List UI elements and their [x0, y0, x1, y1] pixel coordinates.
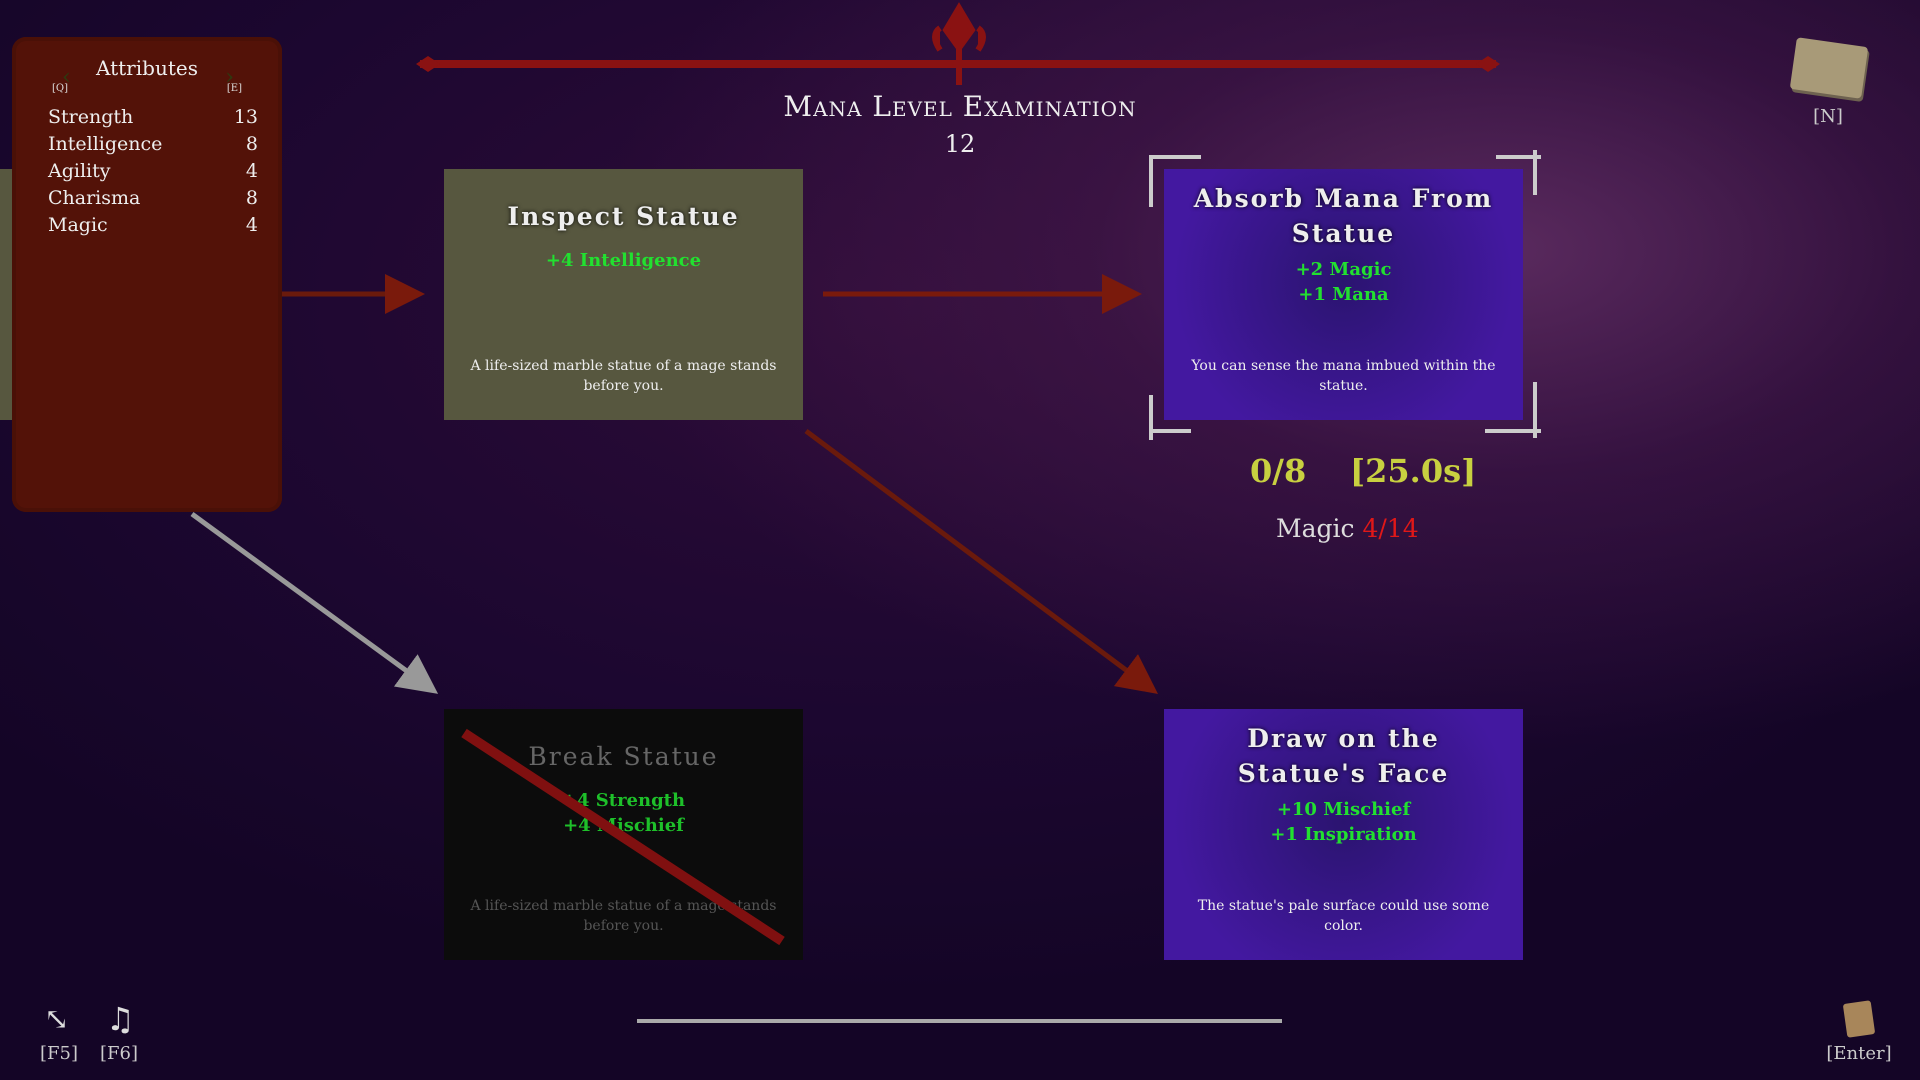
confirm-scroll-icon[interactable]: [1842, 1000, 1876, 1038]
music-key: [F6]: [100, 1043, 138, 1064]
fullscreen-compress-icon[interactable]: ⤡: [44, 1002, 70, 1037]
fleur-de-lis-icon: [932, 2, 986, 85]
attribute-value: 4: [245, 160, 258, 182]
card-inspect-statue[interactable]: Inspect Statue +4 Intelligence A life-si…: [444, 169, 803, 420]
header-title: Mana Level Examination: [783, 90, 1137, 123]
requirement-value: 4/14: [1362, 514, 1419, 543]
attributes-title: Attributes: [96, 56, 198, 80]
confirm-key: [Enter]: [1826, 1043, 1892, 1064]
attribute-name: Intelligence: [48, 133, 163, 155]
attribute-row: Magic 4: [48, 214, 258, 236]
attribute-name: Strength: [48, 106, 134, 128]
attribute-row: Intelligence 8: [48, 133, 258, 155]
attribute-name: Agility: [48, 160, 111, 182]
card-effect: +4 Strength: [561, 790, 686, 811]
music-note-icon[interactable]: ♫: [106, 1000, 135, 1038]
card-effect: +1 Mana: [1298, 284, 1389, 305]
attributes-panel: ‹ › Attributes [Q] [E] Strength 13 Intell…: [12, 37, 282, 512]
header-level: 12: [944, 130, 976, 158]
requirement: Magic 4/14: [1276, 514, 1419, 543]
attribute-name: Magic: [48, 214, 108, 236]
card-effect: +10 Mischief: [1276, 799, 1411, 820]
timer: [25.0s]: [1350, 452, 1477, 490]
card-title: Absorb Mana From Statue: [1193, 184, 1494, 248]
arrow-inspect-to-draw: [804, 428, 1159, 694]
attribute-value: 8: [245, 133, 258, 155]
card-title: Break Statue: [528, 742, 719, 771]
attribute-value: 4: [245, 214, 258, 236]
attribute-row: Agility 4: [48, 160, 258, 182]
prev-key: [Q]: [52, 83, 69, 94]
card-effect: +4 Intelligence: [545, 250, 702, 271]
card-description: A life-sized marble statue of a mage sta…: [470, 898, 777, 934]
next-key: [E]: [226, 83, 242, 94]
card-description: The statue's pale surface could use some…: [1197, 898, 1490, 934]
card-description: A life-sized marble statue of a mage sta…: [470, 358, 777, 394]
card-absorb-mana[interactable]: Absorb Mana From Statue +2 Magic +1 Mana…: [1164, 169, 1523, 420]
progress-count: 0/8: [1250, 452, 1307, 490]
next-arrow-icon[interactable]: ›: [225, 65, 234, 90]
attribute-value: 8: [245, 187, 258, 209]
attribute-name: Charisma: [48, 187, 141, 209]
card-effect: +2 Magic: [1295, 259, 1392, 280]
prev-arrow-icon[interactable]: ‹: [62, 65, 71, 90]
disabled-cross-icon: [461, 728, 785, 946]
arrow-to-break: [190, 511, 439, 694]
journal-scroll-icon[interactable]: [1789, 37, 1869, 99]
attribute-row: Charisma 8: [48, 187, 258, 209]
card-title: Draw on the Statue's Face: [1237, 724, 1450, 788]
partial-card-left: [0, 169, 12, 420]
card-break-statue: Break Statue +4 Strength +4 Mischief A l…: [444, 709, 803, 960]
fullscreen-key: [F5]: [40, 1043, 78, 1064]
journal-key: [N]: [1813, 106, 1843, 127]
card-draw-on-face[interactable]: Draw on the Statue's Face +10 Mischief +…: [1164, 709, 1523, 960]
card-title: Inspect Statue: [507, 202, 740, 231]
attribute-value: 13: [233, 106, 258, 128]
card-description: You can sense the mana imbued within the…: [1191, 358, 1496, 394]
requirement-label: Magic: [1276, 514, 1355, 543]
card-effect: +1 Inspiration: [1270, 824, 1417, 845]
attribute-row: Strength 13: [48, 106, 258, 128]
